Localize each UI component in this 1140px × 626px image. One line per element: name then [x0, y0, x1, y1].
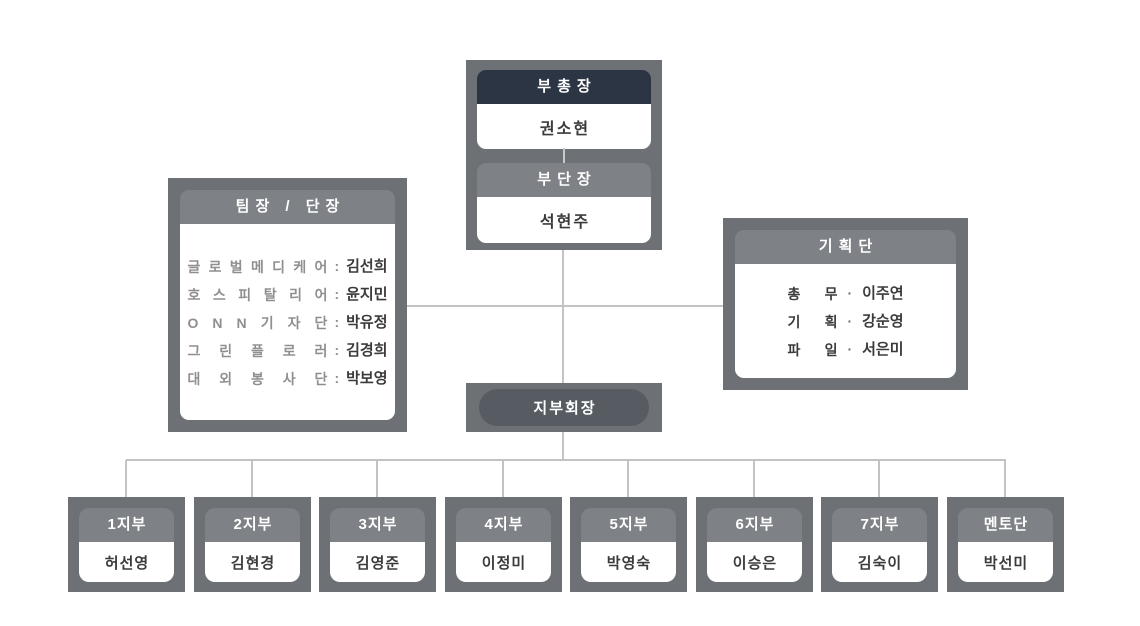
- branch-card: 5지부 박영숙: [581, 508, 676, 582]
- branch-box-1: 1지부 허선영: [68, 497, 185, 592]
- planning-name: 서은미: [862, 341, 904, 358]
- connector-branch-bus: [126, 459, 1006, 461]
- branch-card: 2지부 김현경: [205, 508, 300, 582]
- branch-card: 1지부 허선영: [79, 508, 174, 582]
- branch-title: 멘토단: [958, 508, 1053, 542]
- separator: :: [334, 342, 340, 358]
- branch-card: 멘토단 박선미: [958, 508, 1053, 582]
- connector-drop-6: [753, 460, 755, 497]
- connector-vp-to-deputy: [563, 148, 565, 163]
- branch-box-6: 6지부 이승은: [696, 497, 813, 592]
- branch-name: 허선영: [79, 542, 174, 582]
- branch-title: 6지부: [707, 508, 802, 542]
- connector-drop-4: [502, 460, 504, 497]
- connector-drop-5: [627, 460, 629, 497]
- planning-name: 강순영: [862, 313, 904, 330]
- branch-title: 4지부: [456, 508, 551, 542]
- team-leader-name: 김선희: [346, 258, 388, 275]
- branch-name: 김숙이: [832, 542, 927, 582]
- branch-chair-title: 지부회장: [479, 389, 649, 426]
- planning-title: 기획단: [735, 230, 956, 264]
- connector-drop-7: [878, 460, 880, 497]
- branch-box-8: 멘토단 박선미: [947, 497, 1064, 592]
- team-leader-name: 윤지민: [346, 286, 388, 303]
- separator: :: [334, 258, 340, 274]
- team-leader-name: 김경희: [346, 342, 388, 359]
- branch-name: 이정미: [456, 542, 551, 582]
- connector-drop-1: [125, 460, 127, 497]
- branch-box-2: 2지부 김현경: [194, 497, 311, 592]
- branch-title: 7지부: [832, 508, 927, 542]
- branch-box-5: 5지부 박영숙: [570, 497, 687, 592]
- branch-box-7: 7지부 김숙이: [821, 497, 938, 592]
- deputy-head-title: 부단장: [477, 163, 651, 197]
- branch-name: 박영숙: [581, 542, 676, 582]
- branch-title: 1지부: [79, 508, 174, 542]
- branch-name: 김영준: [330, 542, 425, 582]
- branch-card: 4지부 이정미: [456, 508, 551, 582]
- separator: :: [334, 370, 340, 386]
- vice-president-name: 권소현: [477, 104, 651, 149]
- branch-box-4: 4지부 이정미: [445, 497, 562, 592]
- team-leader-name: 박보영: [346, 370, 388, 387]
- executive-stack: 부총장 권소현 부단장 석현주: [466, 60, 662, 250]
- connector-drop-2: [251, 460, 253, 497]
- connector-chair-to-bus: [562, 432, 564, 460]
- separator: ·: [847, 313, 853, 329]
- connector-exec-to-chair: [562, 250, 564, 383]
- planning-name: 이주연: [862, 285, 904, 302]
- branch-card: 7지부 김숙이: [832, 508, 927, 582]
- connector-side-boxes: [407, 305, 723, 307]
- branch-title: 3지부: [330, 508, 425, 542]
- branch-chair-box: 지부회장: [466, 383, 662, 432]
- branch-card: 6지부 이승은: [707, 508, 802, 582]
- separator: ·: [847, 341, 853, 357]
- vice-president-card: 부총장 권소현: [477, 70, 651, 149]
- vice-president-title: 부총장: [477, 70, 651, 104]
- branch-box-3: 3지부 김영준: [319, 497, 436, 592]
- branch-title: 2지부: [205, 508, 300, 542]
- connector-drop-3: [376, 460, 378, 497]
- team-leader-name: 박유정: [346, 314, 388, 331]
- separator: :: [334, 314, 340, 330]
- deputy-head-name: 석현주: [477, 197, 651, 243]
- branch-title: 5지부: [581, 508, 676, 542]
- branch-name: 박선미: [958, 542, 1053, 582]
- team-leaders-title: 팀장 / 단장: [180, 190, 395, 224]
- separator: :: [334, 286, 340, 302]
- branch-card: 3지부 김영준: [330, 508, 425, 582]
- branch-name: 김현경: [205, 542, 300, 582]
- separator: ·: [847, 285, 853, 301]
- deputy-head-card: 부단장 석현주: [477, 163, 651, 243]
- branch-name: 이승은: [707, 542, 802, 582]
- connector-drop-8: [1004, 460, 1006, 497]
